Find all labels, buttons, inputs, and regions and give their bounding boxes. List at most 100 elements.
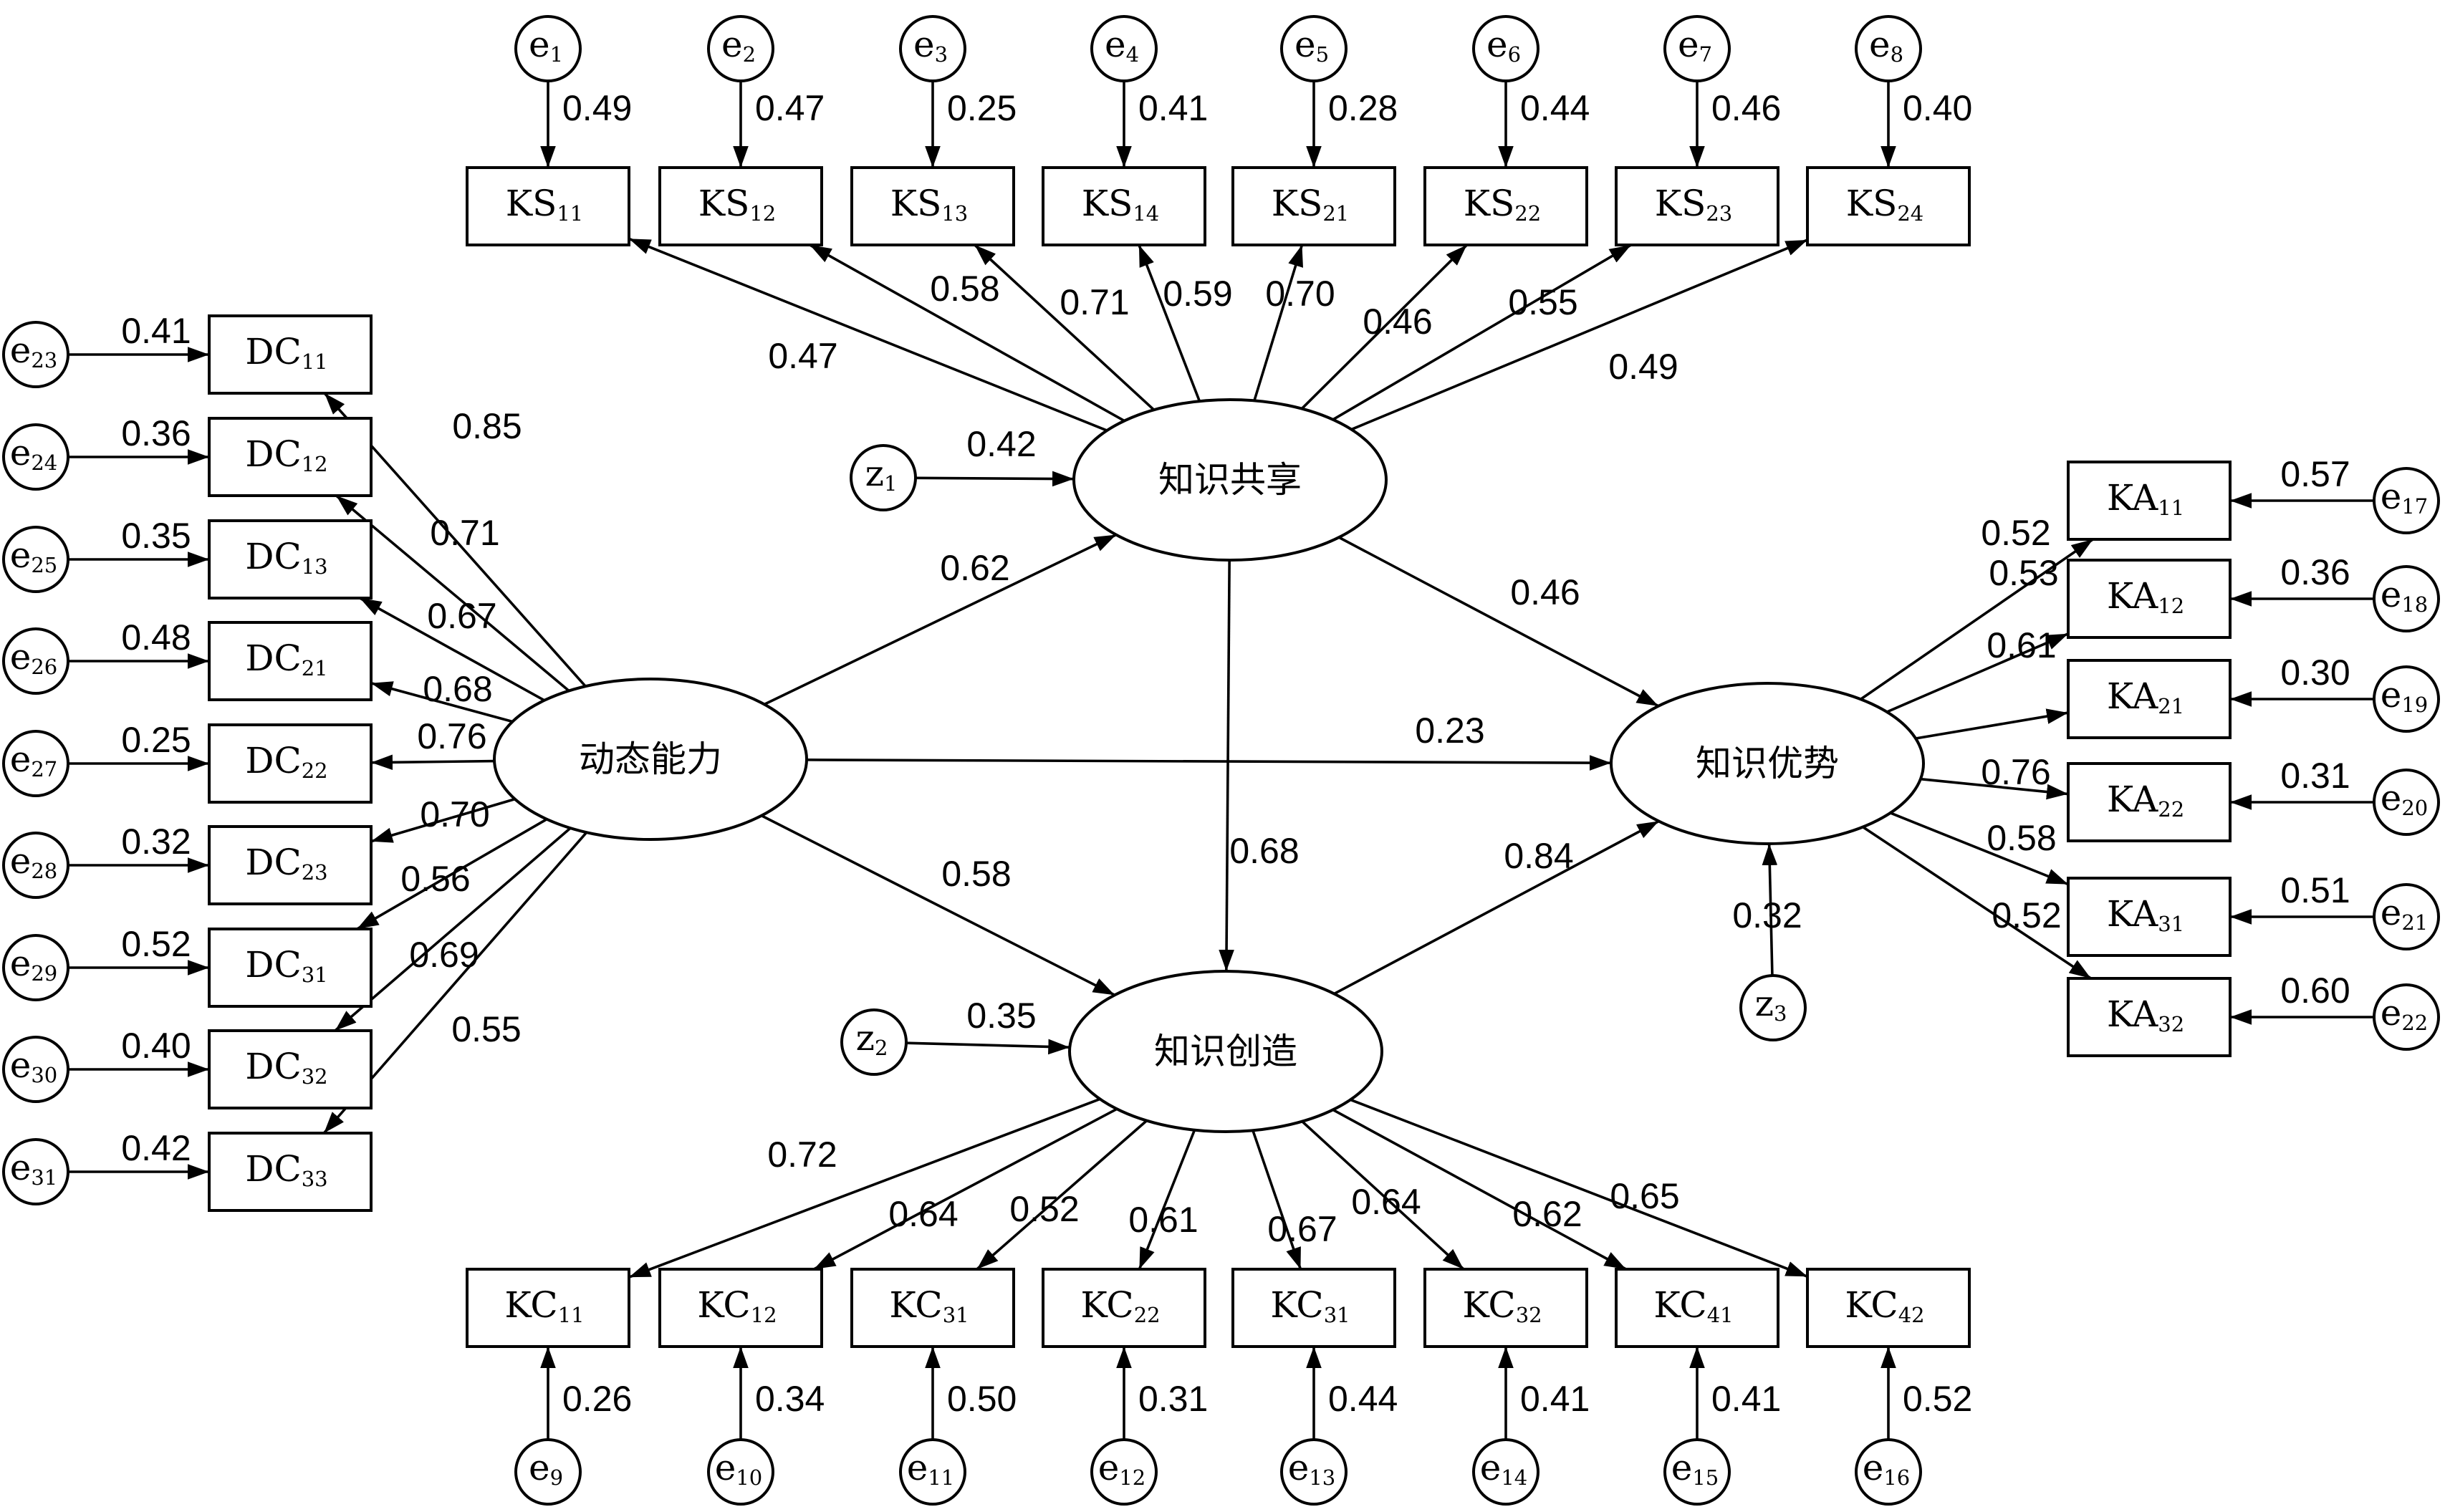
loading-coefficient: 0.64 — [1351, 1182, 1421, 1222]
error-circle-label-base: e — [10, 1147, 32, 1188]
loading-arrow — [1920, 777, 2069, 800]
error-circle-label-base: e — [2381, 574, 2402, 615]
dc-indicator-box-label: DC31 — [245, 944, 327, 987]
kc-indicator-box-label: KC12 — [697, 1284, 777, 1327]
error-coefficient: 0.42 — [121, 1128, 191, 1168]
error-circle-label-base: e — [1869, 24, 1891, 65]
kc-indicator-box-label: KC32 — [1462, 1284, 1542, 1327]
error-circle-label-sub: 16 — [1883, 1465, 1910, 1490]
error-circle-label-sub: 10 — [736, 1465, 762, 1490]
ka-indicator-box-label-base: KA — [2107, 779, 2158, 820]
ka-indicator-box-label: KA11 — [2107, 477, 2184, 520]
loading-arrow — [370, 681, 513, 723]
loading-coefficient: 0.67 — [427, 596, 496, 636]
error-circle — [1472, 1438, 1539, 1506]
error-circle — [899, 1438, 966, 1506]
error-circle-label-base: e — [1098, 1447, 1120, 1488]
error-circle — [2, 832, 69, 899]
loading-coefficient: 0.70 — [420, 794, 489, 834]
ka-indicator-box-label-base: KA — [2107, 477, 2158, 519]
loading-coefficient: 0.65 — [1610, 1176, 1679, 1216]
loading-coefficient: 0.76 — [1981, 752, 2050, 792]
kc-indicator-box-label-sub: 31 — [943, 1303, 969, 1327]
structural-path-arrow — [764, 534, 1117, 706]
dc-indicator-box-label-base: DC — [245, 842, 301, 883]
error-circle-label-sub: 19 — [2401, 693, 2428, 717]
error-circle-label: e14 — [1480, 1447, 1528, 1490]
loading-coefficient: 0.53 — [1989, 553, 2058, 593]
structural-coefficient: 0.62 — [940, 548, 1009, 588]
error-coefficient: 0.52 — [1903, 1379, 1972, 1419]
error-circle-label: e12 — [1098, 1447, 1146, 1490]
dc-indicator-box-label-sub: 21 — [302, 656, 328, 680]
error-circle-label-sub: 6 — [1508, 42, 1521, 67]
error-circle-label-base: e — [1486, 24, 1508, 65]
error-circle-label-base: e — [10, 534, 32, 576]
dc-indicator-box-label: DC12 — [245, 433, 327, 476]
kc-indicator-box-label-sub: 22 — [1134, 1303, 1161, 1327]
latent-kc-label: 知识创造 — [1154, 1031, 1297, 1072]
loading-arrow — [1138, 1130, 1196, 1270]
error-circle-label: e22 — [2381, 992, 2429, 1035]
latent-ks — [1072, 398, 1388, 562]
dc-indicator-box — [208, 519, 373, 599]
error-coefficient: 0.25 — [121, 720, 191, 760]
error-coefficient: 0.40 — [121, 1026, 191, 1066]
ka-indicator-box-label-sub: 32 — [2158, 1012, 2184, 1036]
dc-indicator-box-label-base: DC — [245, 1148, 301, 1190]
kc-indicator-box-label-sub: 11 — [558, 1303, 585, 1327]
loading-arrow — [356, 818, 548, 930]
error-circle-label-sub: 27 — [31, 757, 57, 781]
error-circle-label-base: e — [10, 943, 32, 984]
structural-coefficient: 0.58 — [941, 854, 1011, 894]
ks-indicator-box-label-sub: 12 — [749, 201, 776, 226]
kc-indicator-box — [1231, 1268, 1396, 1348]
ks-indicator-box-label-base: KS — [698, 183, 750, 224]
error-circle-label-base: e — [10, 636, 32, 678]
disturbance-coefficient: 0.32 — [1732, 895, 1802, 935]
loading-arrow — [335, 494, 570, 692]
error-circle-label: e18 — [2381, 574, 2429, 617]
error-circle-label-sub: 9 — [550, 1465, 563, 1490]
ks-indicator-box-label-base: KS — [890, 183, 942, 224]
kc-indicator-box-label-sub: 41 — [1707, 1303, 1734, 1327]
dc-indicator-box-label-base: DC — [245, 740, 301, 781]
loading-arrow — [628, 237, 1108, 432]
ka-indicator-box-label-base: KA — [2107, 993, 2158, 1035]
kc-indicator-box-label-base: KC — [1270, 1284, 1323, 1326]
error-circle-label: e9 — [529, 1447, 563, 1490]
error-circle-label-sub: 7 — [1699, 42, 1712, 67]
dc-indicator-box-label: DC33 — [245, 1148, 327, 1191]
structural-coefficient: 0.84 — [1504, 836, 1573, 876]
loading-arrow — [1332, 244, 1632, 421]
error-circle — [1855, 15, 1922, 82]
error-circle-label-sub: 14 — [1501, 1465, 1527, 1490]
error-coefficient: 0.26 — [562, 1379, 632, 1419]
error-circle — [2373, 983, 2440, 1051]
error-circle-label-base: e — [10, 840, 32, 882]
error-circle-label: e7 — [1678, 24, 1712, 67]
error-circle — [2, 934, 69, 1001]
ka-indicator-box-label-base: KA — [2107, 893, 2158, 935]
error-circle-label-base: e — [1480, 1447, 1502, 1488]
error-circle-label-base: e — [913, 24, 935, 65]
error-circle-label-base: e — [715, 1447, 736, 1488]
kc-indicator-box — [658, 1268, 823, 1348]
error-circle — [1855, 1438, 1922, 1506]
ks-indicator-box-label-sub: 24 — [1897, 201, 1923, 226]
error-circle-label: e5 — [1294, 24, 1329, 67]
loading-coefficient: 0.64 — [888, 1194, 958, 1234]
error-circle-label: e29 — [10, 943, 58, 986]
latent-ka-label: 知识优势 — [1696, 743, 1839, 784]
disturbance-circle-label-base: z — [865, 453, 884, 494]
error-coefficient: 0.47 — [755, 88, 825, 128]
ka-indicator-box-label: KA21 — [2107, 675, 2184, 718]
error-coefficient: 0.41 — [1711, 1379, 1781, 1419]
loading-coefficient: 0.72 — [767, 1135, 837, 1175]
error-circle — [2373, 769, 2440, 836]
error-circle-label: e31 — [10, 1147, 58, 1190]
structural-coefficient: 0.68 — [1229, 831, 1299, 871]
error-circle-label-sub: 26 — [31, 655, 57, 679]
error-circle-label-sub: 31 — [31, 1165, 57, 1190]
dc-indicator-box-label: DC23 — [245, 842, 327, 885]
